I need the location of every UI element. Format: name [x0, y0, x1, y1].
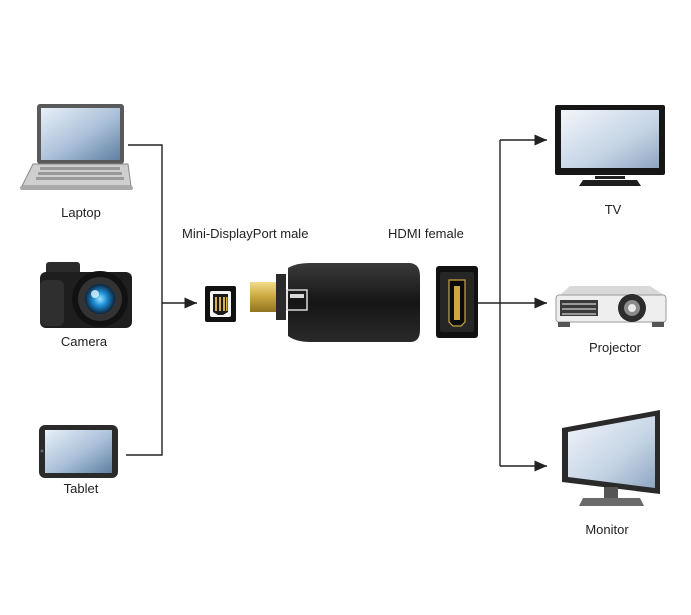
- tablet-label: Tablet: [63, 481, 99, 496]
- laptop-icon: [20, 104, 133, 190]
- monitor-icon: [562, 410, 660, 506]
- input-connector-label: Mini-DisplayPort male: [182, 226, 309, 241]
- tablet-icon: [39, 425, 118, 478]
- tv-icon: [555, 105, 665, 186]
- tv-label: TV: [604, 202, 622, 217]
- camera-label: Camera: [60, 334, 108, 349]
- adapter-icon: [250, 263, 420, 342]
- hdmi-female-connector-icon: [436, 266, 478, 338]
- target-lines: [478, 134, 547, 472]
- monitor-label: Monitor: [585, 522, 629, 537]
- output-connector-label: HDMI female: [388, 226, 464, 241]
- projector-icon: [555, 286, 667, 327]
- source-lines: [126, 144, 197, 456]
- camera-icon: [40, 262, 132, 328]
- mini-displayport-connector-icon: [205, 286, 236, 322]
- laptop-label: Laptop: [61, 205, 101, 220]
- projector-label: Projector: [588, 340, 642, 355]
